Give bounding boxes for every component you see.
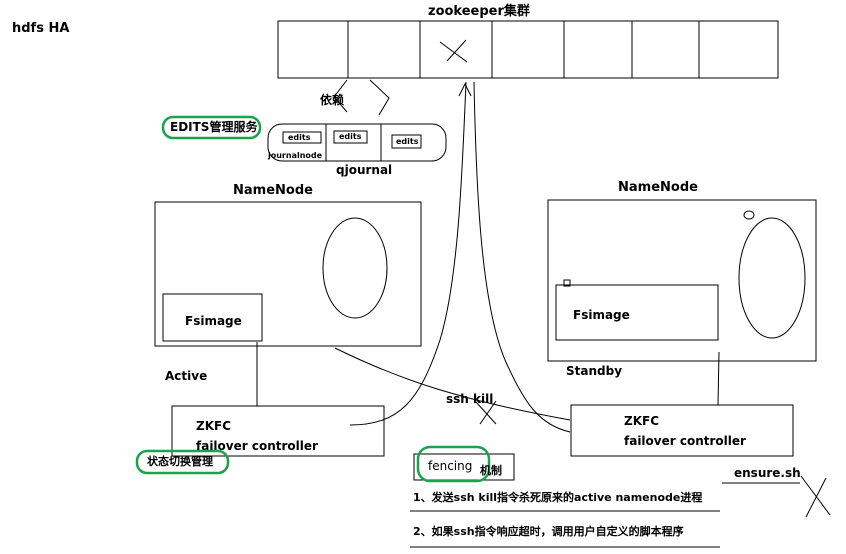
standby-namenode — [547, 199, 817, 362]
active-fsimage-label: Fsimage — [185, 314, 242, 328]
fencing-label: fencing — [428, 459, 473, 473]
state-switch-highlight — [135, 449, 230, 475]
note-line-1: 1、发送ssh kill指令杀死原来的active namenode进程 — [413, 491, 703, 504]
journal-edits-box — [282, 131, 322, 144]
zookeeper-cell-dividers — [347, 21, 700, 78]
note-line-2: 2、如果ssh指令响应超时，调用用户自定义的脚本程序 — [413, 525, 684, 538]
zookeeper-cluster — [277, 20, 779, 79]
depend-connector — [369, 79, 390, 116]
zookeeper-cross-mark — [439, 41, 468, 63]
journal-edits-label: edits — [396, 137, 419, 146]
active-state-label: Active — [165, 369, 208, 383]
zookeeper-cross-mark — [446, 39, 467, 62]
edits-service-highlight — [161, 115, 262, 140]
active-namenode-title: NameNode — [233, 183, 313, 198]
standby-small-square — [563, 279, 571, 287]
edits-service-label: EDITS管理服务 — [170, 120, 258, 134]
zookeeper-arrow-head — [458, 82, 472, 97]
standby-namenode-title: NameNode — [618, 180, 698, 195]
journal-edits-box — [391, 134, 422, 149]
page-title: hdfs HA — [12, 21, 70, 36]
ssh-kill-line — [334, 347, 571, 421]
standby-zkfc-subtitle: failover controller — [624, 434, 746, 448]
standby-namenode-ellipse — [738, 217, 806, 339]
zookeeper-box — [277, 20, 779, 79]
standby-fsimage-label: Fsimage — [573, 308, 630, 322]
ensure-sh-label: ensure.sh — [734, 466, 801, 480]
standby-zkfc-box — [570, 404, 794, 457]
active-fsimage-box — [162, 293, 263, 342]
qjournal-box — [267, 123, 447, 162]
active-zkfc-subtitle: failover controller — [196, 439, 318, 453]
state-switch-label: 状态切换管理 — [147, 455, 213, 468]
standby-zkfc-link — [717, 351, 720, 406]
ssh-kill-cross — [479, 400, 497, 425]
qjournal-cluster — [267, 123, 447, 162]
journal-edits-label: edits — [339, 132, 362, 141]
journal-edits-label: edits — [288, 133, 311, 142]
ensure-cross — [805, 477, 827, 518]
standby-zkfc-zookeeper-curve — [473, 81, 571, 433]
active-zkfc-zookeeper-curve — [349, 81, 467, 426]
qjournal-label: qjournal — [336, 163, 393, 177]
active-zkfc-box — [171, 405, 385, 457]
journalnode-label: journalnode — [268, 151, 323, 160]
active-zkfc-title: ZKFC — [196, 419, 232, 433]
standby-namenode-box — [547, 199, 817, 362]
active-namenode — [154, 201, 422, 347]
standby-small-circle — [743, 210, 755, 220]
active-namenode-ellipse — [322, 217, 388, 319]
fencing-highlight — [416, 445, 491, 483]
ssh-kill-cross — [475, 401, 497, 425]
active-namenode-box — [154, 201, 422, 347]
zookeeper-label: zookeeper集群 — [428, 4, 530, 19]
depend-label: 依赖 — [320, 93, 345, 107]
standby-state-label: Standby — [566, 364, 623, 378]
journal-edits-box — [333, 130, 368, 144]
depend-connector — [333, 79, 348, 113]
ensure-cross — [800, 475, 831, 516]
ssh-kill-label: ssh kill — [446, 392, 494, 406]
fencing-mechanism-label: 机制 — [480, 464, 502, 477]
standby-fsimage-box — [555, 284, 719, 341]
standby-zkfc-title: ZKFC — [624, 414, 660, 428]
